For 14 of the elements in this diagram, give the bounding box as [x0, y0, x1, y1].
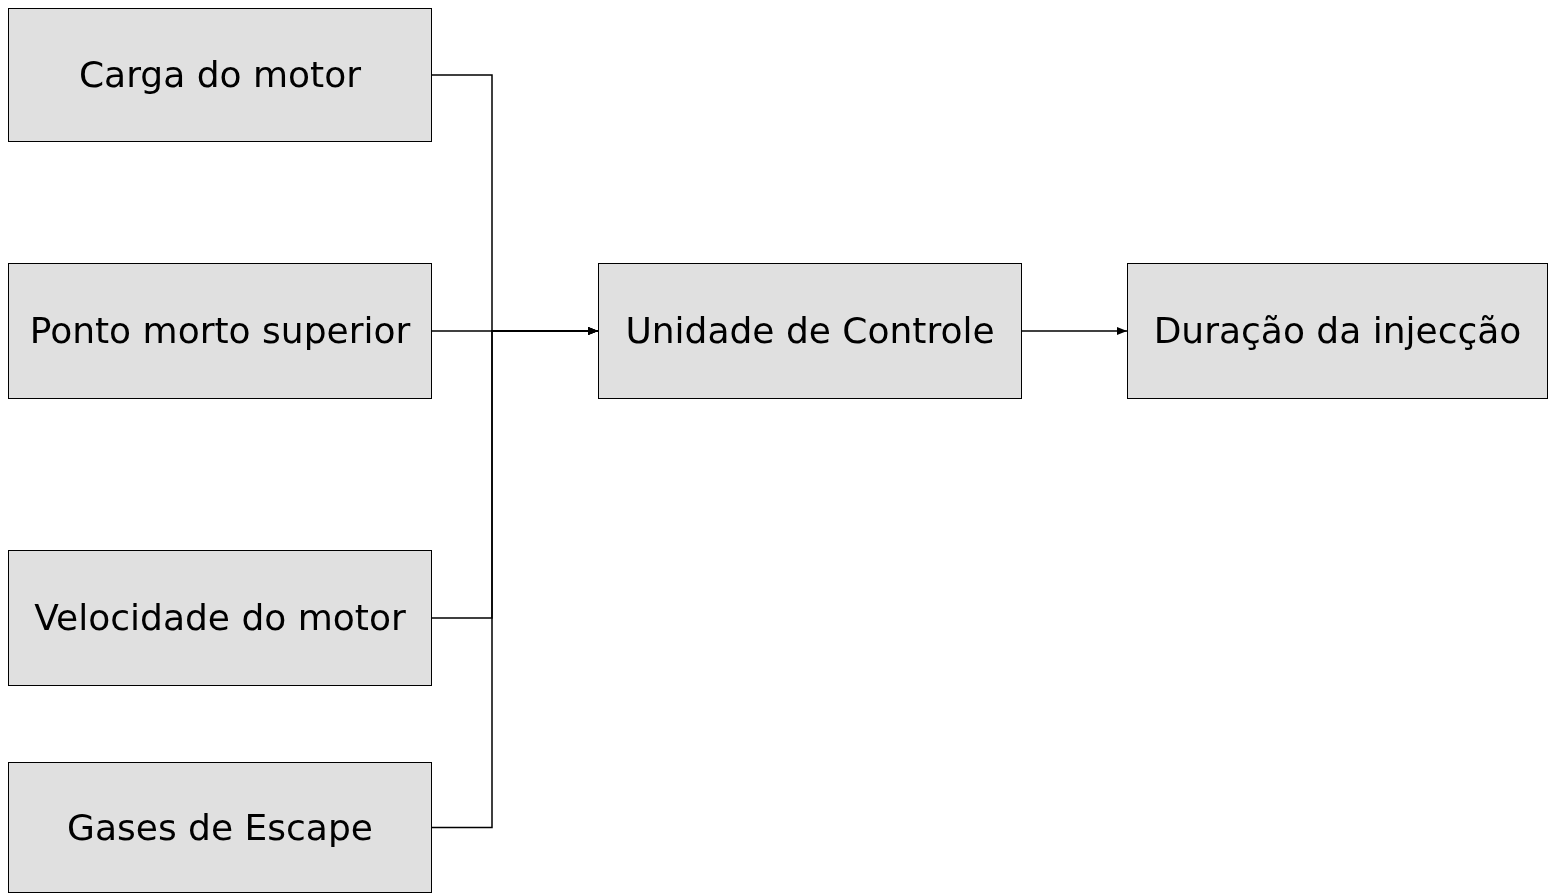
box-label: Gases de Escape — [67, 805, 373, 850]
connector-arrow — [1021, 327, 1128, 335]
box-label: Duração da injecção — [1153, 309, 1522, 353]
box-label: Ponto morto superior — [29, 309, 411, 353]
box-label: Unidade de Controle — [625, 309, 995, 353]
connector-arrow — [431, 327, 599, 829]
process-box — [8, 263, 432, 399]
box-label: Velocidade do motor — [34, 596, 406, 640]
process-box — [8, 8, 432, 142]
process-box — [598, 263, 1022, 399]
box-label: Carga do motor — [78, 53, 362, 97]
process-box — [8, 762, 432, 893]
process-box — [1127, 263, 1548, 399]
process-box — [8, 550, 432, 686]
